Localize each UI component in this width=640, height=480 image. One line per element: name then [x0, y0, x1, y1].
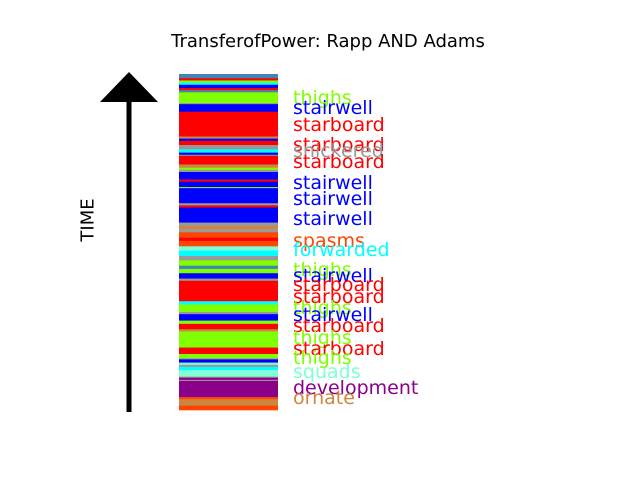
word-label: starboard	[293, 151, 385, 173]
timeline-stripe	[179, 179, 278, 182]
timeline-stripe	[179, 320, 278, 325]
timeline-stripe	[179, 260, 278, 266]
word-label: thighs	[293, 87, 352, 109]
timeline-stripe	[179, 203, 278, 206]
timeline-stripe	[179, 82, 278, 86]
timeline-stripe	[179, 314, 278, 321]
word-label: starboard	[293, 134, 385, 156]
timeline-stripe	[179, 103, 278, 105]
word-label: thighs	[293, 347, 352, 369]
word-label: stairwell	[293, 188, 373, 210]
timeline-stripe	[179, 88, 278, 91]
timeline-stripe	[179, 358, 278, 360]
timeline-stripe	[179, 104, 278, 112]
timeline-stripe	[179, 268, 278, 274]
timeline-bar	[179, 74, 278, 411]
timeline-stripe	[179, 347, 278, 355]
timeline-stripe	[179, 304, 278, 313]
timeline-stripe	[179, 370, 278, 377]
timeline-stripe	[179, 312, 278, 315]
timeline-stripe	[179, 380, 278, 398]
timeline-stripe	[179, 145, 278, 150]
timeline-stripe	[179, 84, 278, 89]
timeline-stripe	[179, 278, 278, 282]
timeline-stripe	[179, 225, 278, 230]
timeline-stripe	[179, 149, 278, 153]
timeline-stripe	[179, 246, 278, 251]
word-label: stairwell	[293, 172, 373, 194]
word-label: squads	[293, 361, 361, 383]
timeline-stripe	[179, 169, 278, 173]
word-label: starboard	[293, 286, 385, 308]
timeline-stripe	[179, 167, 278, 171]
word-label: thighs	[293, 259, 352, 281]
word-label: starboard	[293, 338, 385, 360]
timeline-stripe	[179, 379, 278, 382]
timeline-stripe	[179, 232, 278, 238]
timeline-stripe	[179, 273, 278, 279]
timeline-stripe	[179, 172, 278, 180]
timeline-stripe	[179, 111, 278, 137]
timeline-stripe	[179, 155, 278, 165]
timeline-stripe	[179, 376, 278, 378]
timeline-stripe	[179, 359, 278, 363]
word-label: starboard	[293, 315, 385, 337]
y-axis-label: TIME	[77, 198, 99, 242]
timeline-stripe	[179, 280, 278, 302]
word-label: stairwell	[293, 97, 373, 119]
timeline-stripe	[179, 301, 278, 305]
timeline-stripe	[179, 397, 278, 400]
timeline-stripe	[179, 377, 278, 381]
chart-title: TransferofPower: Rapp AND Adams	[171, 31, 485, 52]
timeline-stripe	[179, 256, 278, 261]
timeline-stripe	[179, 229, 278, 233]
timeline-stripe	[179, 222, 278, 227]
timeline-stripe	[179, 154, 278, 157]
word-label: stairwell	[293, 208, 373, 230]
timeline-stripe	[179, 188, 278, 204]
timeline-stripe	[179, 205, 278, 208]
timeline-stripe	[179, 265, 278, 270]
timeline-stripe	[179, 366, 278, 371]
timeline-stripe	[179, 240, 278, 247]
timeline-stripe	[179, 80, 278, 83]
timeline-stripe	[179, 187, 278, 189]
word-label: spasms	[293, 230, 365, 252]
time-arrow-head	[100, 72, 158, 102]
timeline-stripe	[179, 164, 278, 168]
word-label: thighs	[293, 297, 352, 319]
timeline-stripe	[179, 399, 278, 406]
timeline-stripe	[179, 138, 278, 142]
timeline-stripe	[179, 136, 278, 139]
word-label: forwarded	[293, 239, 390, 261]
timeline-stripe	[179, 323, 278, 330]
timeline-stripe	[179, 354, 278, 359]
timeline-stripe	[179, 329, 278, 332]
timeline-stripe	[179, 92, 278, 104]
word-label: snickered	[293, 140, 384, 162]
timeline-stripe	[179, 90, 278, 93]
timeline-stripe	[179, 331, 278, 348]
timeline-stripe	[179, 140, 278, 146]
timeline-stripe	[179, 181, 278, 188]
word-label: thighs	[293, 327, 352, 349]
timeline-stripe	[179, 250, 278, 257]
timeline-stripe	[179, 362, 278, 366]
timeline-stripe	[179, 78, 278, 81]
word-label: stairwell	[293, 265, 373, 287]
timeline-stripe	[179, 237, 278, 242]
word-label: stairwell	[293, 304, 373, 326]
word-label: development	[293, 377, 419, 399]
timeline-stripe	[179, 152, 278, 156]
timeline-stripe	[179, 405, 278, 411]
word-label: ornate	[293, 387, 355, 409]
word-label: starboard	[293, 274, 385, 296]
word-label: starboard	[293, 114, 385, 136]
timeline-stripe	[179, 74, 278, 79]
timeline-stripe	[179, 207, 278, 223]
timeline-stripe	[179, 364, 278, 368]
